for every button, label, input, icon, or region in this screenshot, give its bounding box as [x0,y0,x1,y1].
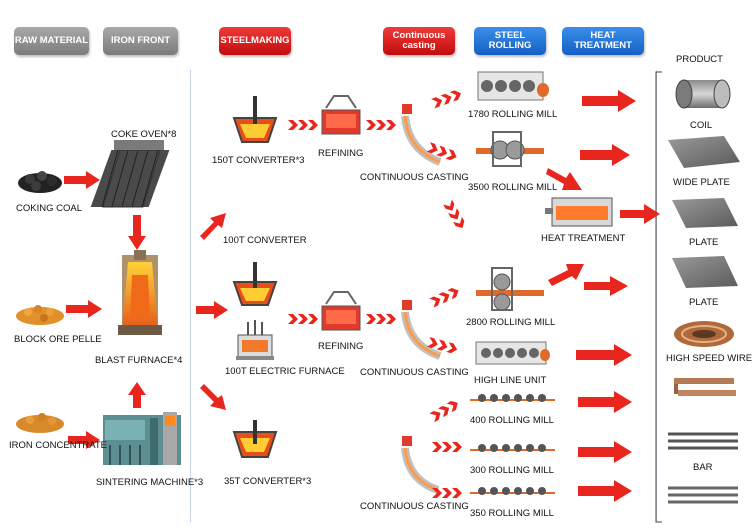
converter-150t-icon [232,96,278,143]
converter-35t-icon [232,420,278,458]
bar-label: BAR [693,462,713,473]
header-steel-rolling: STEEL ROLLING [474,27,546,55]
block-ore-icon [16,305,64,325]
coking-coal-icon [18,171,62,193]
header-iron-front: IRON FRONT [103,27,178,55]
block-ore-label: BLOCK ORE PELLE [14,334,102,345]
refining-2-label: REFINING [318,341,364,352]
mill-1780-label: 1780 ROLLING MILL [468,109,558,120]
mill-2800-icon [476,267,544,311]
product-arrows [546,90,660,502]
mill-350-label: 350 ROLLING MILL [470,508,554,519]
refining-2-icon [321,291,361,331]
mill-400-icon [470,394,555,402]
refining-1-label: REFINING [318,148,364,159]
mill-1780-icon [477,71,549,101]
flow-arrows [64,171,228,449]
separator-iron-steel [190,70,191,522]
bar-product-icon-1 [668,432,738,450]
sintering-machine-label: SINTERING MACHINE*3 [96,477,204,488]
plate-label-2: PLATE [689,297,719,308]
heat-treatment-furnace-icon [545,197,613,227]
header-continuous-casting: Continuous casting [383,27,455,55]
coke-oven-icon [90,140,170,208]
high-speed-wire-product-icon [674,321,734,347]
plate-product-icon-1 [672,198,738,228]
refining-1-icon [321,95,361,135]
chevron-arrows [288,88,467,498]
plate-label-1: PLATE [689,237,719,248]
header-continuous-casting-line1: Continuous [392,30,446,41]
mill-3500-label: 3500 ROLLING MILL [468,182,558,193]
heat-treatment-label: HEAT TREATMENT [541,233,626,244]
header-continuous-casting-line2: casting [402,40,436,51]
section-steel-product-icon [674,378,736,396]
continuous-casting-3-label: CONTINUOUS CASTING [360,501,469,512]
mill-300-label: 300 ROLLING MILL [470,465,554,476]
high-speed-wire-label: HIGH SPEED WIRE [666,353,753,364]
electric-furnace-label: 100T ELECTRIC FURNACE [225,366,345,377]
electric-furnace-icon [236,320,274,360]
mill-350-icon [470,487,555,495]
iron-concentrate-icon [16,413,64,433]
plate-product-icon-2 [672,256,738,288]
product-label: PRODUCT [676,54,723,65]
mill-3500-icon [476,131,544,167]
coil-label: COIL [690,120,713,131]
header-raw-material: RAW MATERIAL [14,27,89,55]
converter-100t-icon [232,262,278,306]
mill-2800-label: 2800 ROLLING MILL [466,317,556,328]
mill-300-icon [470,444,555,452]
continuous-casting-1-icon [401,104,442,166]
sintering-machine-icon [103,412,181,465]
blast-furnace-icon [118,250,162,335]
wide-plate-product-icon [668,136,740,168]
bar-product-icon-2 [668,486,738,504]
high-line-unit-label: HIGH LINE UNIT [474,375,547,386]
converter-150t-label: 150T CONVERTER*3 [212,155,305,166]
coil-product-icon [675,79,731,109]
header-heat-treatment: HEAT TREATMENT [562,27,644,55]
mill-400-label: 400 ROLLING MILL [470,415,554,426]
continuous-casting-3-icon [401,436,440,494]
converter-100t-label: 100T CONVERTER [223,235,307,246]
continuous-casting-2-label: CONTINUOUS CASTING [360,367,469,378]
blast-furnace-label: BLAST FURNACE*4 [95,355,183,366]
continuous-casting-2-icon [401,300,442,360]
high-line-unit-icon [475,341,550,365]
header-steelmaking: STEELMAKING [219,27,291,55]
wide-plate-label: WIDE PLATE [673,177,730,188]
continuous-casting-1-label: CONTINUOUS CASTING [360,172,469,183]
converter-35t-label: 35T CONVERTER*3 [224,476,312,487]
coke-oven-label: COKE OVEN*8 [111,129,177,140]
iron-concentrate-label: IRON CONCENTRATE [9,440,107,451]
coking-coal-label: COKING COAL [16,203,82,214]
product-bracket [655,71,662,523]
